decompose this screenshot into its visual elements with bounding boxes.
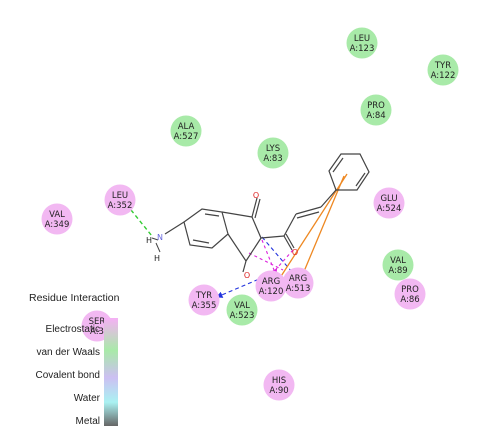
oxygen-atom: O — [253, 191, 259, 200]
interaction-lines — [130, 173, 348, 298]
nitrogen-atom: N — [157, 233, 163, 242]
residue-id: A:524 — [377, 204, 402, 214]
residue-circle — [427, 54, 459, 86]
oxygen-atom: O — [244, 271, 250, 280]
residue-circle — [382, 249, 414, 281]
blue-bond-line — [261, 236, 299, 280]
residue-name: VAL — [234, 301, 250, 311]
residue-name: VAL — [49, 210, 65, 220]
oxygen-atom: O — [292, 248, 298, 257]
residue-name: ARG — [262, 277, 280, 287]
hydrogen-atom: H — [146, 236, 152, 245]
residue-bubble: TYR A:122 — [427, 54, 459, 86]
residue-circle — [188, 284, 220, 316]
residue-name: ARG — [289, 274, 307, 284]
residue-circle — [257, 137, 289, 169]
residue-id: A:83 — [263, 154, 282, 164]
residue-group: LEU A:123 TYR A:122 PRO A:84 ALA A:527 L… — [41, 27, 459, 401]
residue-id: A:89 — [388, 266, 407, 276]
legend: Residue Interaction Electrostatic van de… — [29, 292, 120, 427]
residue-circle — [373, 187, 405, 219]
residue-circle — [255, 270, 287, 302]
ligand-structure: O O O N H H — [146, 153, 370, 280]
residue-name: TYR — [434, 61, 451, 71]
residue-circle — [282, 267, 314, 299]
pi-cation-line — [275, 173, 348, 285]
residue-name: LYS — [266, 144, 280, 154]
residue-circle — [360, 94, 392, 126]
residue-id: A:349 — [45, 220, 70, 230]
residue-circle — [263, 369, 295, 401]
residue-id: A:90 — [269, 386, 288, 396]
legend-color-bar — [104, 318, 118, 426]
legend-item-electrostatic: Electrostatic — [46, 324, 100, 335]
residue-id: A:513 — [286, 284, 311, 294]
residue-id: A:120 — [259, 287, 284, 297]
residue-bubble: LEU A:123 — [346, 27, 378, 59]
residue-name: VAL — [390, 256, 406, 266]
residue-id: A:123 — [350, 44, 375, 54]
residue-id: A:355 — [192, 301, 217, 311]
residue-bubble: TYR A:355 — [188, 284, 220, 316]
residue-circle — [104, 184, 136, 216]
residue-id: A:86 — [400, 295, 419, 305]
residue-circle — [170, 115, 202, 147]
residue-name: TYR — [195, 291, 212, 301]
residue-name: LEU — [112, 191, 128, 201]
residue-id: A:523 — [230, 311, 255, 321]
residue-bubble: GLU A:524 — [373, 187, 405, 219]
residue-name: PRO — [367, 101, 385, 111]
h-bond-line — [130, 209, 153, 237]
residue-bubble: ARG A:513 — [282, 267, 314, 299]
residue-name: PRO — [401, 285, 419, 295]
residue-id: A:3 — [90, 327, 104, 337]
residue-bubble: ARG A:120 — [255, 270, 287, 302]
residue-bubble: PRO A:84 — [360, 94, 392, 126]
residue-name: LEU — [354, 34, 370, 44]
residue-id: A:84 — [366, 111, 385, 121]
legend-item-metal: Metal — [76, 416, 100, 427]
pi-cation-line — [299, 175, 345, 282]
residue-id: A:122 — [431, 71, 456, 81]
pi-line — [248, 252, 284, 271]
legend-item-covalent-bond: Covalent bond — [36, 370, 101, 381]
hydrogen-atom: H — [154, 254, 160, 263]
legend-item-water: Water — [74, 393, 101, 404]
residue-bubble: VAL A:89 — [382, 249, 414, 281]
residue-name: GLU — [380, 194, 397, 204]
residue-circle — [346, 27, 378, 59]
residue-circle — [41, 203, 73, 235]
residue-name: ALA — [178, 122, 195, 132]
residue-circle — [394, 278, 426, 310]
residue-bubble: PRO A:86 — [394, 278, 426, 310]
legend-item-van-der-waals: van der Waals — [36, 347, 100, 358]
residue-bubble: VAL A:349 — [41, 203, 73, 235]
residue-bubble: VAL A:523 — [226, 294, 258, 326]
residue-circle — [226, 294, 258, 326]
residue-bubble: HIS A:90 — [263, 369, 295, 401]
legend-title: Residue Interaction — [29, 292, 120, 304]
residue-id: A:527 — [174, 132, 199, 142]
residue-bubble: LEU A:352 — [104, 184, 136, 216]
residue-name: SER — [89, 317, 106, 327]
residue-bubble: LYS A:83 — [257, 137, 289, 169]
pi-line — [261, 239, 278, 277]
residue-bubble: ALA A:527 — [170, 115, 202, 147]
residue-id: A:352 — [108, 201, 133, 211]
residue-name: HIS — [272, 376, 286, 386]
